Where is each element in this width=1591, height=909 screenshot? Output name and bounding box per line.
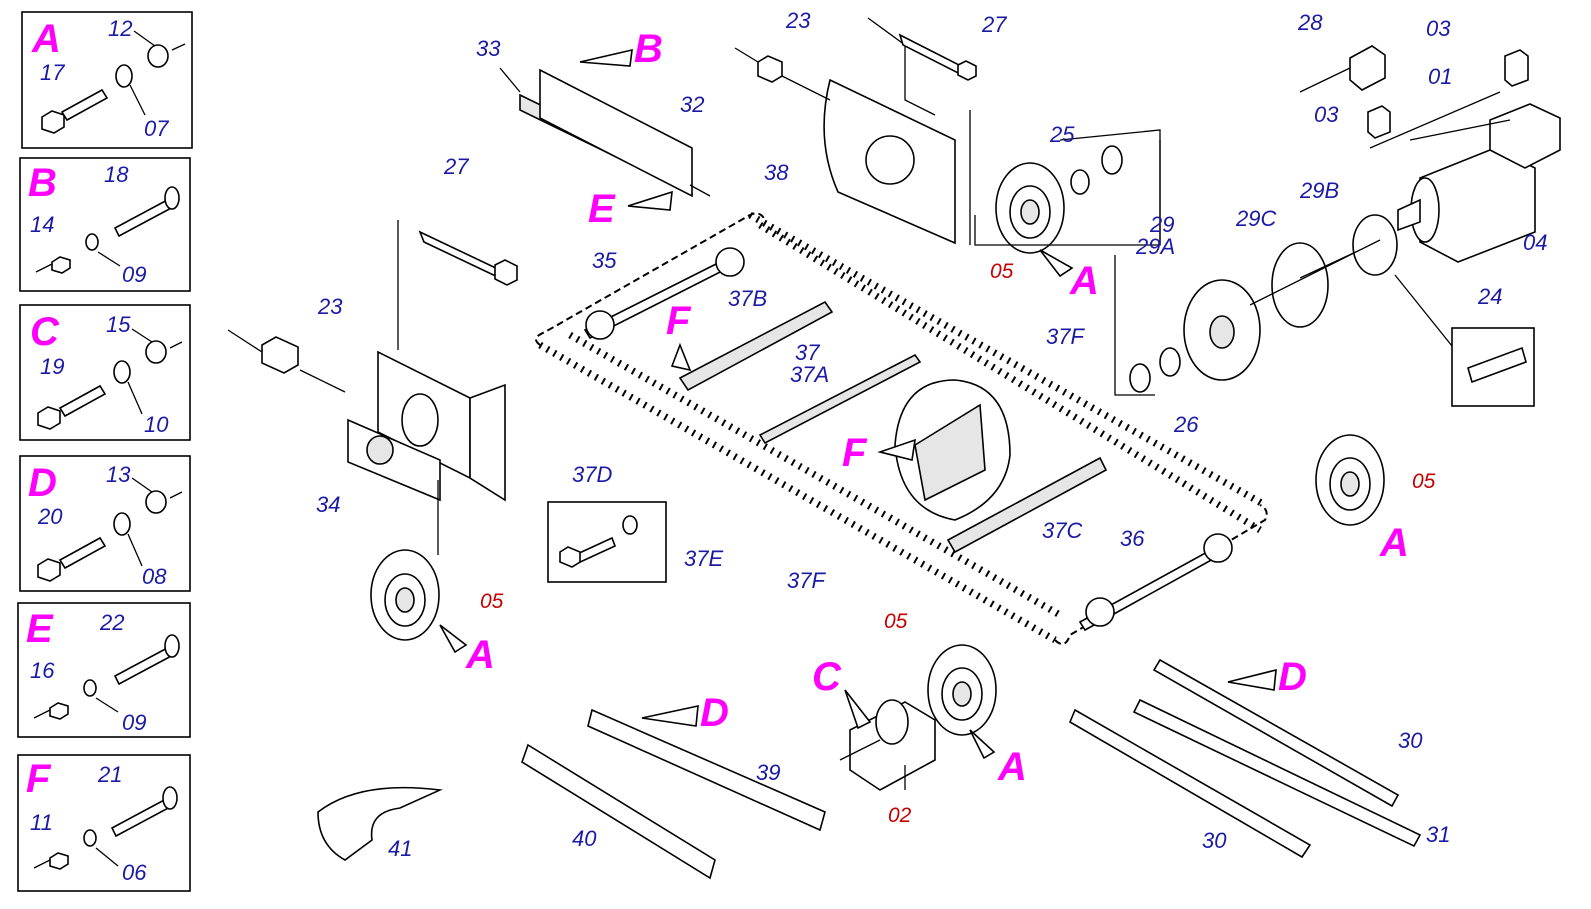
legend-part-17: 17 bbox=[40, 60, 65, 85]
label-38: 38 bbox=[764, 160, 789, 185]
label-29: 29 bbox=[1149, 212, 1174, 237]
label-40: 40 bbox=[572, 826, 597, 851]
legend-letter-b: B bbox=[28, 161, 57, 205]
label-31: 31 bbox=[1426, 822, 1450, 847]
sprocket-29b bbox=[1352, 214, 1398, 276]
label-37b: 37B bbox=[728, 286, 767, 311]
legend-part-21: 21 bbox=[97, 762, 122, 787]
callout-a-left: A bbox=[465, 633, 495, 677]
motor-bracket-34 bbox=[347, 350, 506, 502]
label-35: 35 bbox=[592, 248, 617, 273]
legend-box-a: A 12 17 07 bbox=[21, 11, 193, 149]
label-03-top: 03 bbox=[1426, 16, 1451, 41]
label-03-mid: 03 bbox=[1314, 102, 1339, 127]
callout-b: B bbox=[634, 27, 663, 71]
callout-letters: B E A F F A A C A D D bbox=[439, 27, 1409, 789]
callout-a-right: A bbox=[1379, 521, 1409, 565]
label-02: 02 bbox=[888, 804, 912, 827]
legend-letter-e: E bbox=[26, 607, 54, 651]
legend-letter-c: C bbox=[30, 310, 60, 354]
label-28: 28 bbox=[1297, 10, 1323, 35]
legend-part-12: 12 bbox=[108, 16, 132, 41]
label-41: 41 bbox=[388, 836, 412, 861]
legend-part-15: 15 bbox=[106, 312, 131, 337]
legend-part-07: 07 bbox=[144, 116, 169, 141]
label-05-top: 05 bbox=[990, 260, 1014, 283]
label-39: 39 bbox=[756, 760, 780, 785]
label-29b: 29B bbox=[1299, 178, 1339, 203]
legend-box-e: E 22 16 09 bbox=[17, 602, 191, 738]
label-37a: 37A bbox=[790, 362, 829, 387]
callout-a-bottom: A bbox=[997, 745, 1027, 789]
legend-box-d: D 13 20 08 bbox=[19, 455, 191, 592]
coupling-29c bbox=[1271, 242, 1329, 328]
label-29a: 29A bbox=[1135, 234, 1175, 259]
label-36: 36 bbox=[1120, 526, 1145, 551]
bolt-27 bbox=[418, 230, 506, 282]
legend-box-b: B 18 14 09 bbox=[19, 157, 191, 292]
callout-f-zoom: F bbox=[842, 431, 868, 475]
label-37f-top: 37F bbox=[1046, 324, 1085, 349]
legend-part-09: 09 bbox=[122, 262, 146, 287]
legend-part-08: 08 bbox=[142, 564, 167, 589]
label-37e: 37E bbox=[684, 546, 723, 571]
bearing-flange-bottom bbox=[927, 644, 997, 736]
label-24: 24 bbox=[1477, 284, 1502, 309]
callout-f-top: F bbox=[666, 299, 692, 343]
callout-a-top: A bbox=[1069, 259, 1099, 303]
label-05-right: 05 bbox=[1412, 470, 1436, 493]
label-37f-bottom: 37F bbox=[787, 568, 826, 593]
assembly-drawing bbox=[227, 17, 1561, 880]
label-30-bottom: 30 bbox=[1202, 828, 1227, 853]
label-23-top: 23 bbox=[785, 8, 811, 33]
legend-part-10: 10 bbox=[144, 412, 169, 437]
legend-part-14: 14 bbox=[30, 212, 54, 237]
legend-part-16: 16 bbox=[30, 658, 55, 683]
bearing-flange-left bbox=[370, 549, 440, 641]
label-05-bottom: 05 bbox=[884, 610, 908, 633]
label-29c: 29C bbox=[1235, 206, 1276, 231]
legend-box-f: F 21 11 06 bbox=[17, 754, 191, 892]
legend-part-18: 18 bbox=[104, 162, 129, 187]
callout-c: C bbox=[812, 655, 842, 699]
label-25: 25 bbox=[1049, 122, 1075, 147]
legend-part-22: 22 bbox=[99, 610, 124, 635]
legend-part-20: 20 bbox=[37, 504, 63, 529]
legend-part-13: 13 bbox=[106, 462, 131, 487]
legend-box-c: C 15 19 10 bbox=[19, 304, 191, 441]
label-27-top: 27 bbox=[981, 12, 1007, 37]
label-37c: 37C bbox=[1042, 518, 1082, 543]
label-04: 04 bbox=[1523, 230, 1547, 255]
legend-letter-a: A bbox=[31, 17, 61, 61]
legend-letter-f: F bbox=[26, 757, 52, 801]
label-32: 32 bbox=[680, 92, 704, 117]
bearing-flange-top bbox=[995, 162, 1065, 254]
label-27-left: 27 bbox=[443, 154, 469, 179]
bearing-flange-right bbox=[1315, 434, 1385, 526]
legend-letter-d: D bbox=[28, 461, 57, 505]
callout-e: E bbox=[588, 187, 616, 231]
part-number-labels: 33 32 23 27 38 25 28 03 01 03 04 29B 29 … bbox=[316, 8, 1547, 861]
label-23-left: 23 bbox=[317, 294, 343, 319]
label-26: 26 bbox=[1173, 412, 1199, 437]
label-01: 01 bbox=[1428, 64, 1452, 89]
legend-part-06: 06 bbox=[122, 860, 147, 885]
label-30-top: 30 bbox=[1398, 728, 1423, 753]
label-34: 34 bbox=[316, 492, 340, 517]
label-33: 33 bbox=[476, 36, 501, 61]
label-37: 37 bbox=[795, 340, 820, 365]
highlight-labels: 05 05 05 05 02 bbox=[480, 260, 1436, 827]
legend-part-19: 19 bbox=[40, 354, 64, 379]
callout-d-left: D bbox=[700, 691, 729, 735]
label-37d: 37D bbox=[572, 462, 612, 487]
legend-part-11: 11 bbox=[30, 810, 53, 835]
legend-part-09-e: 09 bbox=[122, 710, 146, 735]
label-05-left: 05 bbox=[480, 590, 504, 613]
callout-d-right: D bbox=[1278, 655, 1307, 699]
nut-23 bbox=[261, 336, 299, 374]
